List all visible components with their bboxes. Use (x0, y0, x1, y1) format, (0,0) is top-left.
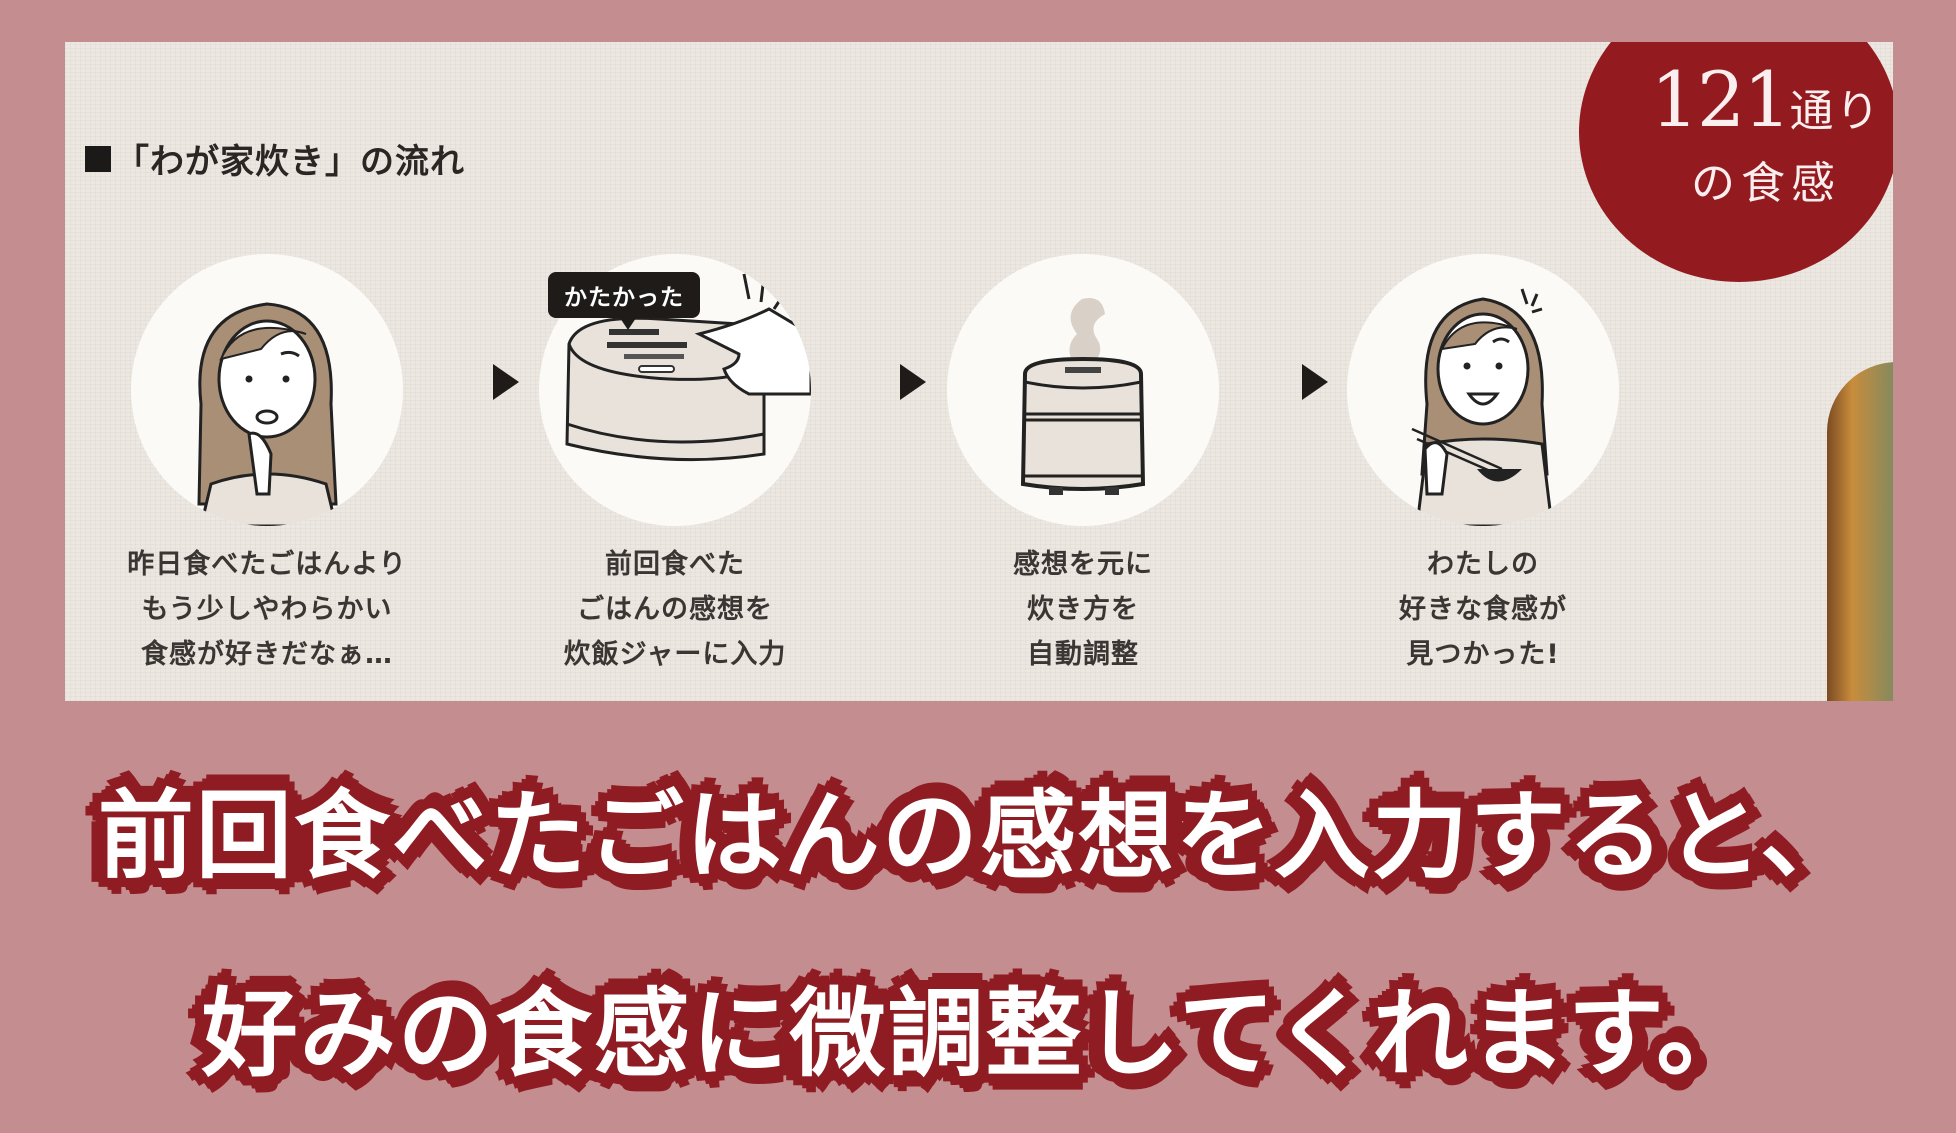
flow-step-3: 感想を元に 炊き方を 自動調整 (933, 254, 1233, 677)
headline-line-2: 好みの食感に微調整してくれます。 (201, 978, 1755, 1090)
caption-line: 感想を元に (1013, 549, 1153, 580)
thinking-woman-icon (131, 254, 403, 526)
caption-line: 炊飯ジャーに入力 (563, 639, 787, 670)
caption-line: 見つかった! (1406, 639, 1560, 670)
step-4-caption: わたしの 好きな食感が 見つかった! (1333, 542, 1633, 677)
steaming-rice-cooker-icon (947, 254, 1219, 526)
rice-bowl-edge-image (1827, 362, 1893, 701)
caption-line: 食感が好きだなぁ… (141, 639, 393, 670)
badge-line2: の食感 (1691, 158, 1841, 209)
next-arrow-icon (900, 364, 926, 400)
step-3-caption: 感想を元に 炊き方を 自動調整 (933, 542, 1233, 677)
section-title: 「わが家炊き」の流れ (85, 134, 465, 183)
step-1-caption: 昨日食べたごはんより もう少しやわらかい 食感が好きだなぁ… (117, 542, 417, 677)
step-2-caption: 前回食べた ごはんの感想を 炊飯ジャーに入力 (525, 542, 825, 677)
caption-line: 昨日食べたごはんより (127, 549, 407, 580)
caption-line: もう少しやわらかい (141, 594, 393, 625)
badge-number: 121 (1650, 55, 1791, 144)
speech-bubble: かたかった (548, 272, 700, 330)
next-arrow-icon (1302, 364, 1328, 400)
badge-suffix: 通り (1789, 86, 1882, 137)
caption-line: 自動調整 (1027, 639, 1139, 670)
flow-step-1: 昨日食べたごはんより もう少しやわらかい 食感が好きだなぁ… (117, 254, 417, 677)
caption-line: ごはんの感想を (577, 594, 773, 625)
happy-woman-eating-icon (1347, 254, 1619, 526)
next-arrow-icon (493, 364, 519, 400)
headline-line-1: 前回食べたごはんの感想を入力すると、 (97, 780, 1859, 892)
badge-text: 121通り の食感 (1621, 62, 1893, 214)
caption-line: わたしの (1427, 549, 1539, 580)
flow-illustration-panel: 「わが家炊き」の流れ 昨日食べたごはんより もう少しやわらかい 食感が好きだなぁ… (65, 42, 1893, 701)
flow-step-4: わたしの 好きな食感が 見つかった! (1333, 254, 1633, 677)
square-bullet-icon (85, 145, 111, 172)
section-title-text: 「わが家炊き」の流れ (115, 142, 465, 182)
caption-line: 好きな食感が (1399, 594, 1567, 625)
texture-count-badge (1579, 42, 1893, 282)
caption-line: 炊き方を (1027, 594, 1139, 625)
caption-line: 前回食べた (605, 549, 745, 580)
